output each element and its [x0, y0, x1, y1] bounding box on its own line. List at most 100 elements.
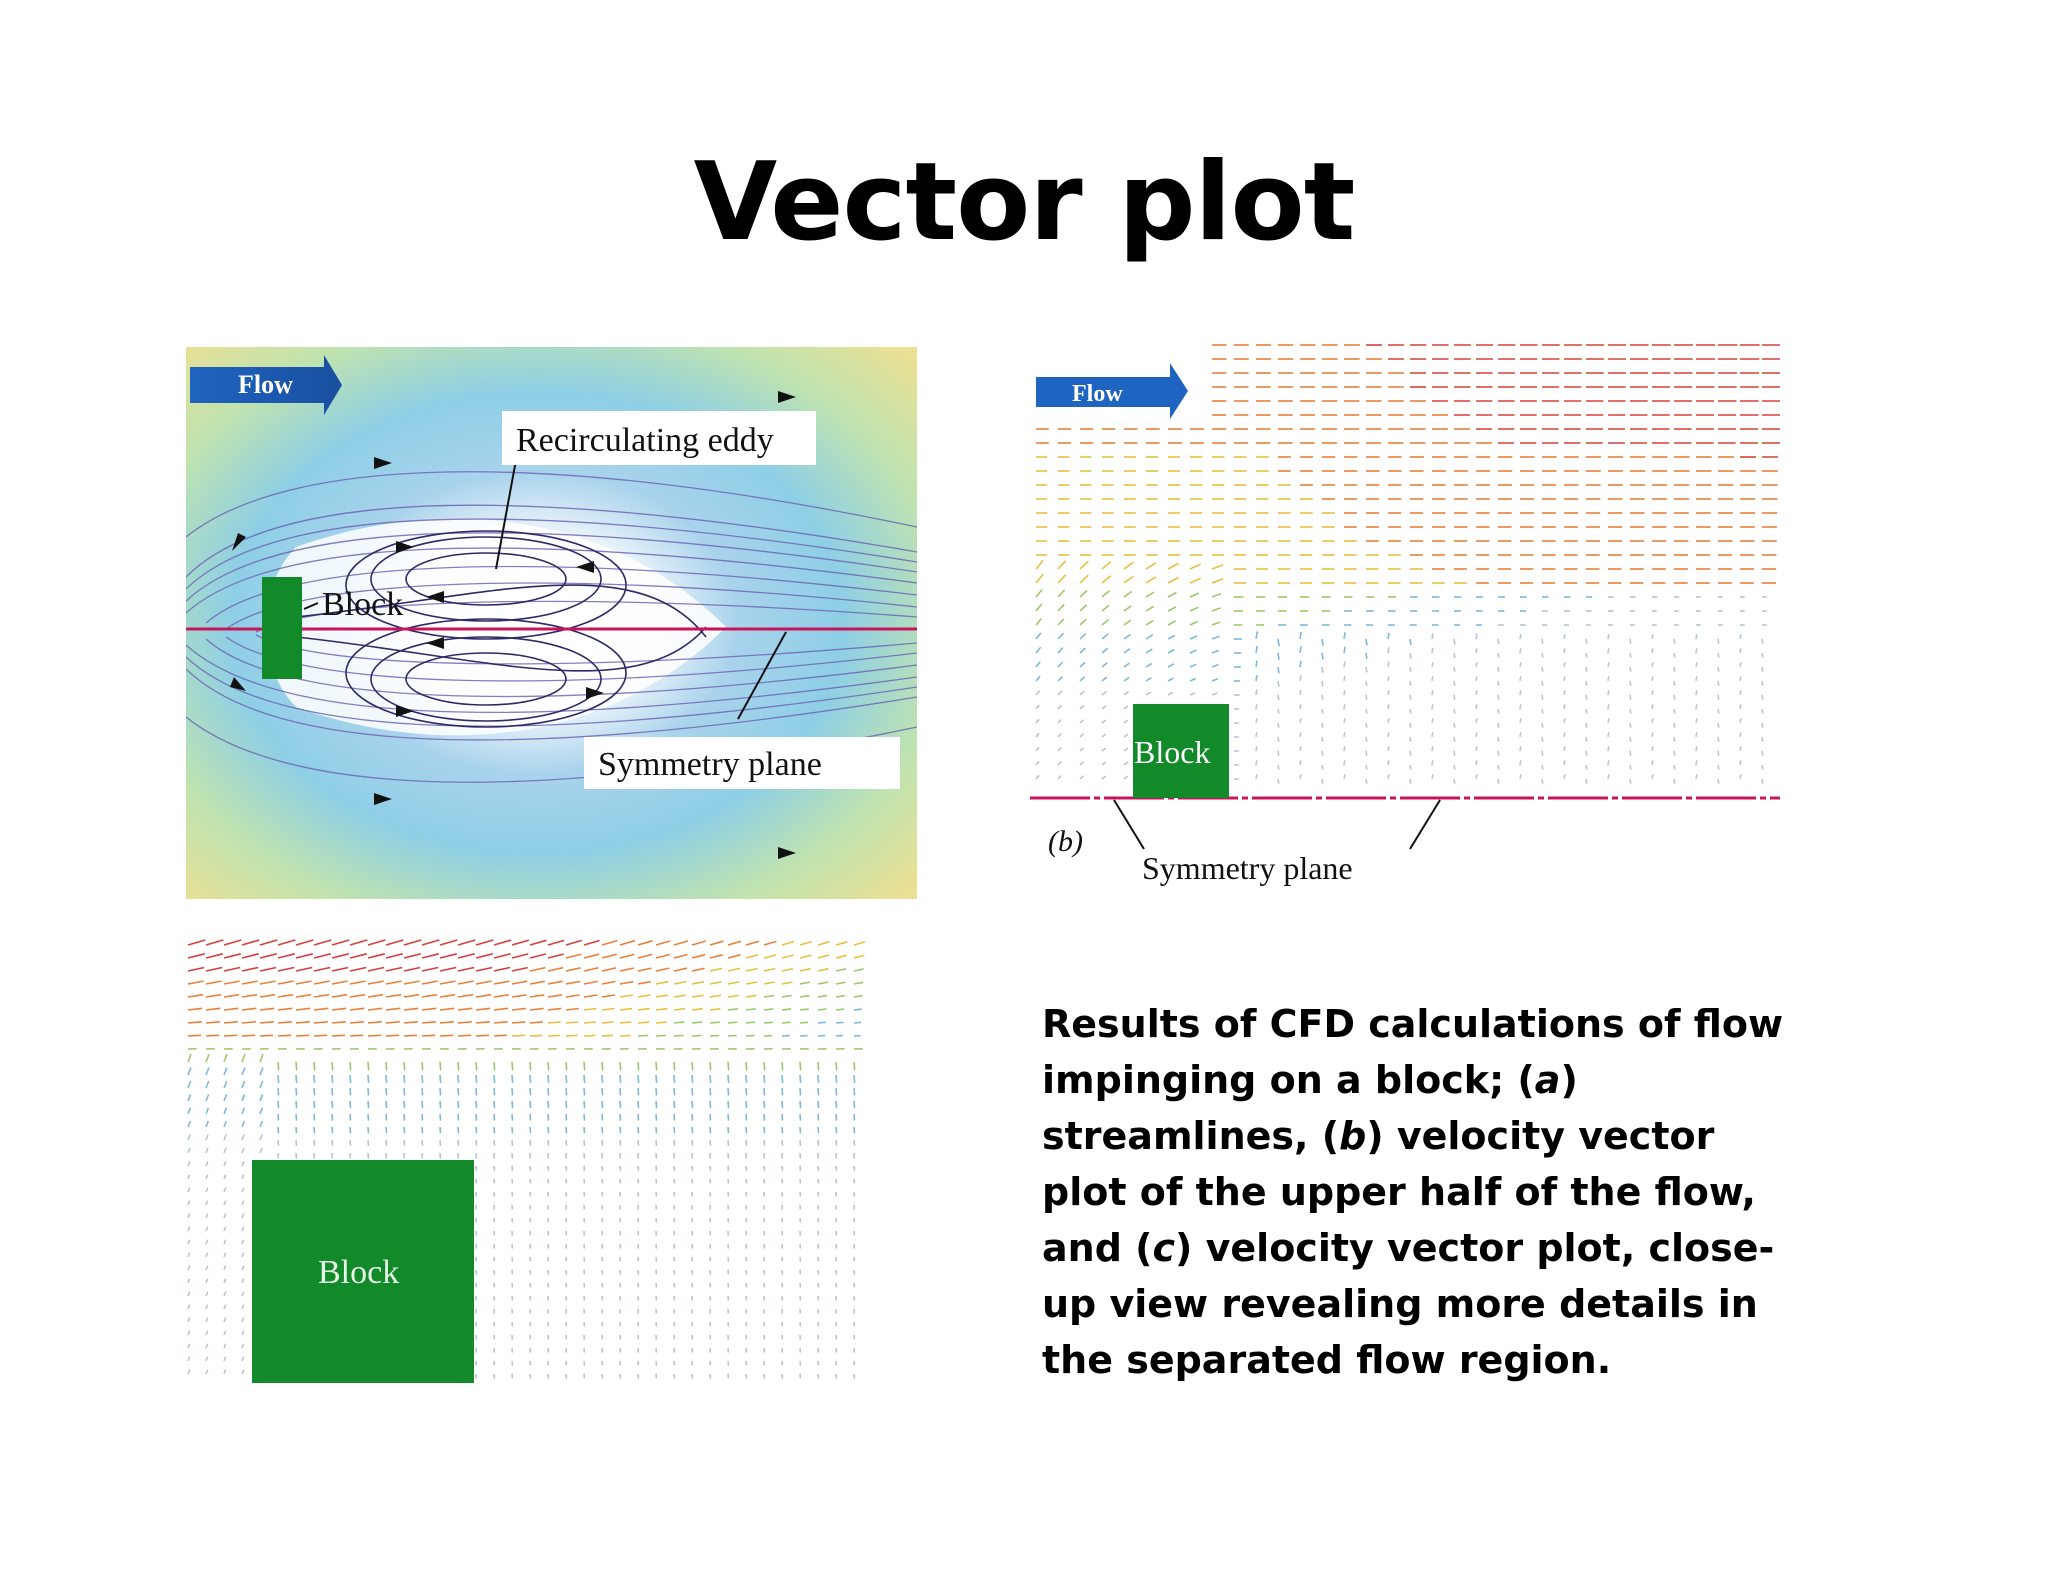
velocity-vector — [547, 994, 563, 998]
velocity-vector — [583, 1007, 597, 1011]
velocity-vector — [385, 1021, 400, 1024]
velocity-vector — [1651, 676, 1654, 682]
velocity-vector — [799, 994, 810, 998]
velocity-vector — [1145, 576, 1157, 584]
velocity-vector — [565, 1021, 579, 1024]
velocity-vector — [475, 1034, 490, 1037]
velocity-vector — [1695, 648, 1698, 654]
velocity-vector — [1563, 648, 1566, 654]
velocity-vector — [223, 1213, 227, 1219]
velocity-vector — [385, 980, 402, 985]
velocity-vector — [619, 1113, 622, 1121]
velocity-vector — [1739, 690, 1742, 696]
velocity-vector — [421, 993, 438, 998]
eddy-label: Recirculating eddy — [516, 422, 774, 459]
velocity-vector — [547, 980, 563, 985]
velocity-vector — [1761, 722, 1764, 728]
velocity-vector — [1563, 662, 1566, 668]
velocity-vector — [1673, 680, 1676, 686]
velocity-vector — [1475, 676, 1478, 682]
velocity-vector — [223, 1278, 227, 1284]
velocity-vector — [619, 1126, 622, 1134]
velocity-vector — [817, 954, 830, 959]
velocity-vector — [727, 1034, 737, 1037]
velocity-vector — [799, 981, 811, 985]
velocity-vector — [187, 1094, 192, 1102]
velocity-vector — [1761, 666, 1764, 672]
velocity-vector — [763, 981, 775, 985]
velocity-vector — [367, 1007, 383, 1011]
velocity-vector — [205, 1034, 220, 1037]
velocity-vector — [1123, 691, 1130, 696]
velocity-vector — [547, 939, 565, 946]
velocity-vector — [1079, 775, 1085, 780]
velocity-vector — [565, 939, 583, 946]
velocity-vector — [529, 1007, 544, 1011]
velocity-vector — [1145, 591, 1155, 598]
velocity-vector — [1321, 694, 1324, 700]
velocity-vector — [1409, 736, 1412, 742]
velocity-vector — [295, 953, 313, 959]
velocity-vector — [367, 993, 384, 998]
velocity-vector — [691, 1007, 703, 1011]
velocity-vector — [187, 1174, 191, 1180]
velocity-vector — [529, 980, 545, 985]
velocity-vector — [1387, 661, 1390, 668]
velocity-vector — [1541, 778, 1544, 784]
velocity-vector — [1167, 562, 1179, 570]
velocity-vector — [799, 1113, 802, 1121]
velocity-vector — [1255, 774, 1258, 780]
velocity-vector — [709, 1021, 720, 1024]
velocity-vector — [439, 993, 456, 998]
velocity-vector — [385, 1061, 388, 1071]
velocity-vector — [1277, 736, 1280, 742]
velocity-vector — [1563, 704, 1566, 710]
velocity-vector — [1585, 694, 1588, 700]
velocity-vector — [493, 1139, 496, 1146]
velocity-vector — [1541, 750, 1544, 756]
velocity-vector — [331, 1074, 334, 1083]
velocity-vector — [853, 1100, 856, 1109]
velocity-vector — [385, 1113, 388, 1121]
velocity-vector — [655, 1007, 668, 1011]
velocity-vector — [511, 1074, 514, 1083]
velocity-vector — [331, 980, 348, 985]
velocity-vector — [205, 1252, 209, 1258]
velocity-vector — [1365, 778, 1368, 784]
velocity-vector — [1189, 563, 1202, 570]
velocity-vector — [1717, 736, 1720, 742]
velocity-vector — [835, 981, 846, 985]
velocity-vector — [259, 1134, 263, 1141]
velocity-vector — [259, 1053, 264, 1063]
velocity-vector — [1475, 718, 1478, 724]
velocity-vector — [583, 1034, 596, 1037]
velocity-vector — [1607, 690, 1610, 696]
velocity-vector — [529, 1113, 532, 1121]
velocity-vector — [295, 1074, 298, 1083]
velocity-vector — [799, 1087, 802, 1096]
velocity-vector — [1629, 694, 1632, 700]
velocity-vector — [1057, 618, 1065, 626]
velocity-vector — [1541, 638, 1544, 644]
velocity-vector — [835, 1100, 838, 1109]
velocity-vector — [1123, 775, 1129, 780]
velocity-vector — [619, 953, 635, 959]
velocity-vector — [241, 1356, 245, 1362]
velocity-vector — [295, 1034, 310, 1037]
velocity-vector — [709, 954, 723, 959]
velocity-vector — [1387, 690, 1390, 696]
velocity-vector — [1409, 694, 1412, 700]
velocity-vector — [1739, 732, 1742, 738]
velocity-vector — [1519, 760, 1522, 766]
velocity-vector — [1189, 691, 1196, 696]
velocity-vector — [745, 1008, 756, 1011]
velocity-vector — [313, 1021, 328, 1024]
velocity-vector — [1739, 676, 1742, 682]
velocity-vector — [295, 980, 312, 985]
velocity-vector — [1739, 648, 1742, 654]
velocity-vector — [1101, 561, 1112, 570]
streamline-figure: Flow Recirculating eddy Block Symmetry p… — [186, 347, 917, 899]
velocity-vector — [187, 1021, 202, 1024]
velocity-vector — [817, 981, 828, 985]
velocity-vector — [1035, 632, 1042, 640]
